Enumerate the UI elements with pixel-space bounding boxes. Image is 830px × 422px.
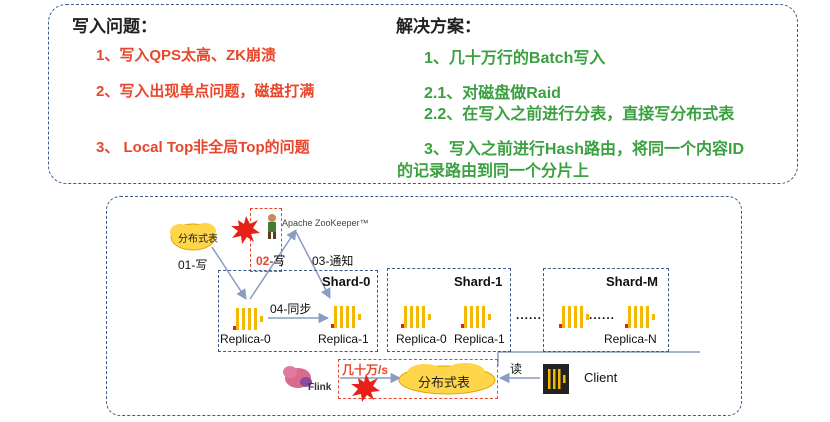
flink-label: Flink [308,382,332,393]
problems-title: 写入问题： [72,17,157,36]
solution-item-2-1: 2.1、对磁盘做Raid [424,85,561,102]
shard-0-title: Shard-0 [322,274,371,289]
zookeeper-label: Apache ZooKeeper™ [282,218,369,228]
summary-panel [48,4,798,184]
node-icon-sm-r0 [559,306,589,328]
replica-1-label-shard0: Replica-1 [318,332,369,346]
cloud-bottom-label: 分布式表 [418,375,471,390]
shard-m-title: Shard-M [606,274,658,289]
solution-item-2-2: 2.2、在写入之前进行分表，直接写分布式表 [424,106,735,123]
connector-cloud-shards [497,351,700,366]
replica-0-label-shard1: Replica-0 [396,332,447,346]
shard-0-box [218,270,378,352]
node-icon-s1-r1 [461,306,491,328]
replica-n-label: Replica-N [604,332,657,346]
shard-1-title: Shard-1 [454,274,503,289]
solution-item-1: 1、几十万行的Batch写入 [424,50,606,67]
shard-m-box [543,268,669,352]
replica-0-label-shard0: Replica-0 [220,332,271,346]
node-icon-s0-r0 [233,308,263,330]
solution-item-3: 3、写入之前进行Hash路由，将同一个内容ID [424,141,745,158]
cloud-top-label: 分布式表 [178,234,218,245]
problem-item-2: 2、写入出现单点问题，磁盘打满 [96,83,315,100]
problem-item-1: 1、写入QPS太高、ZK崩溃 [96,47,277,64]
solution-item-3-cont: 的记录路由到同一个分片上 [397,163,590,180]
read-label: 读 [510,362,523,376]
ellipsis-2: ...... [589,308,616,322]
ellipsis-1: ...... [516,308,543,322]
step-write-label: 01-写 [178,258,208,272]
solutions-title: 解决方案： [396,17,481,36]
node-icon-sm-rn [625,306,655,328]
problem-item-3: 3、 Local Top非全局Top的问题 [96,139,310,156]
step-notify-label: 03-通知 [312,254,354,268]
step-zk-write-num: 02 [256,254,270,268]
client-label: Client [584,370,618,385]
step-zk-write-text: -写 [269,254,286,268]
flink-write-highlight [338,359,498,399]
architecture-diagram [106,196,742,416]
arrow-zk-write [249,229,297,300]
arrow-write [211,246,247,300]
zookeeper-highlight [250,208,282,272]
node-icon-s1-r0 [401,306,431,328]
step-sync-label: 04-同步 [270,302,312,316]
replica-1-label-shard1: Replica-1 [454,332,505,346]
node-icon-s0-r1 [331,306,361,328]
shard-1-box [387,268,511,352]
arrow-notify [295,231,331,299]
step-zk-write-label: 02-写 [256,252,285,269]
flink-rate-label: 几十万/s [342,363,389,377]
